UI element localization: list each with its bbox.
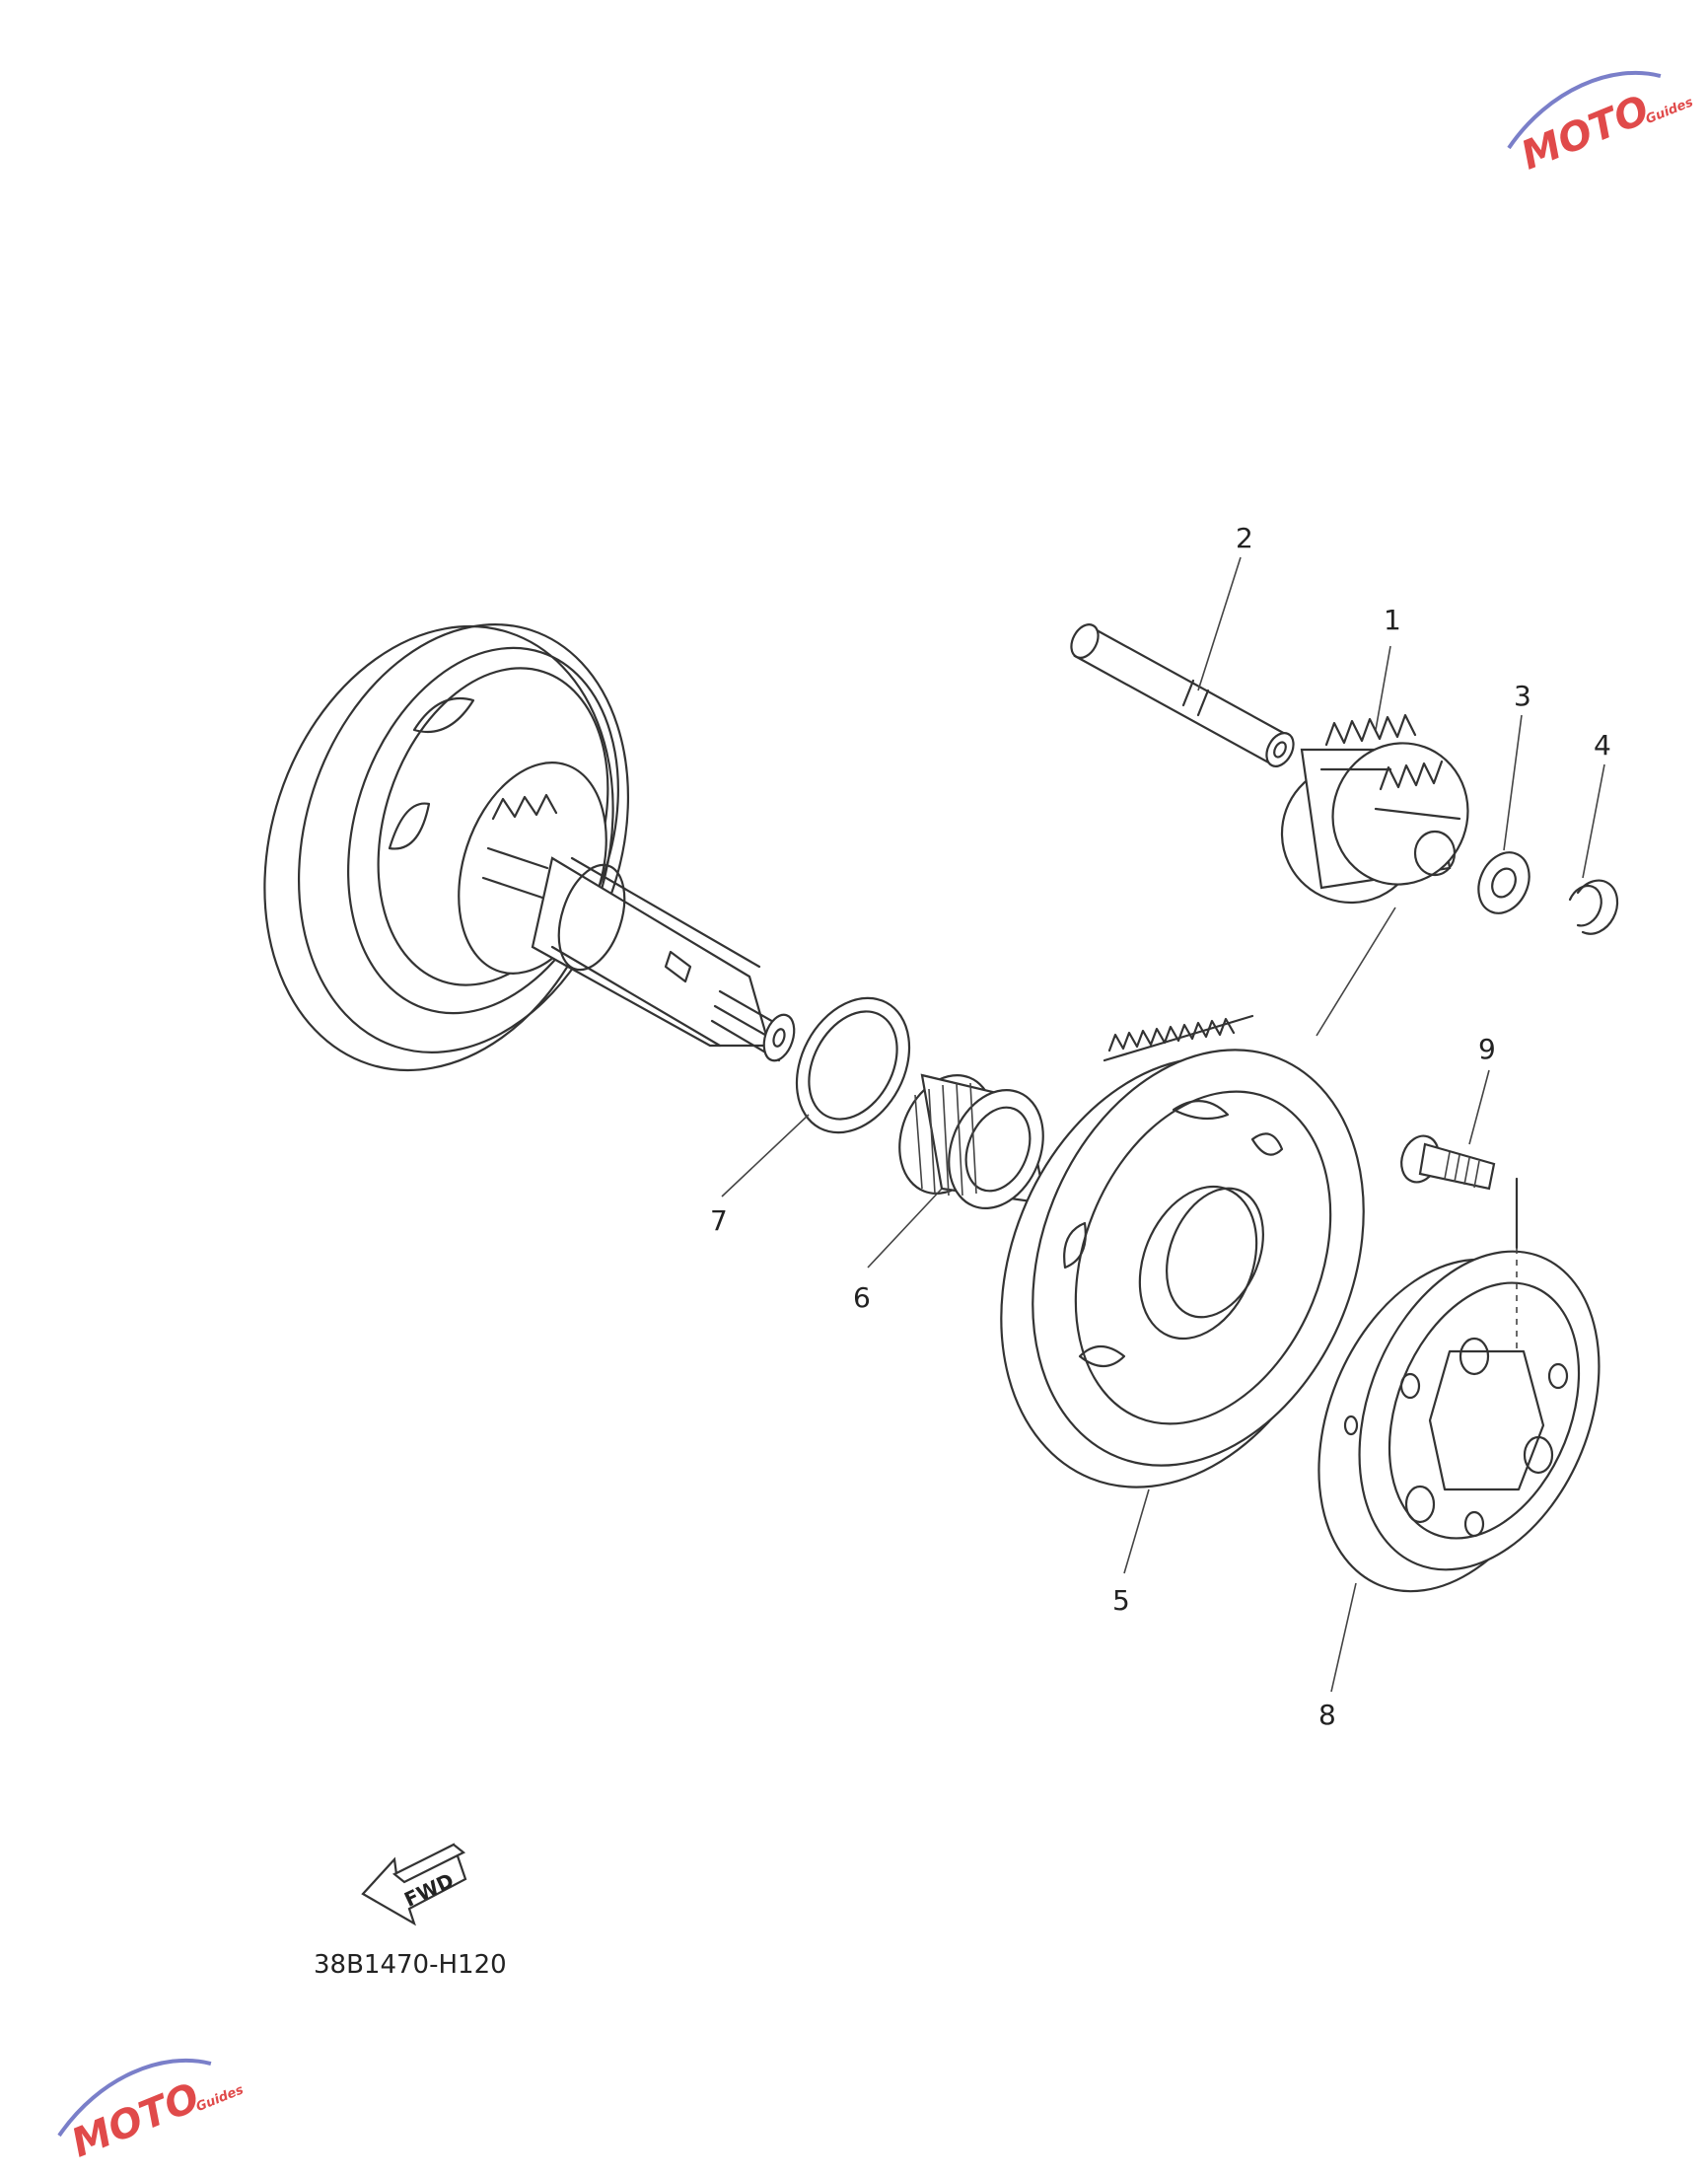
watermark-sub-text: Guides <box>1644 95 1695 127</box>
part-label-2: 2 <box>1236 522 1253 554</box>
part-7-thrust-washer <box>795 996 911 1134</box>
part-label-4: 4 <box>1594 729 1611 762</box>
part-3-washer <box>1477 851 1530 914</box>
part-5-starter-wheel-gear <box>1000 1014 1365 1488</box>
part-label-8: 8 <box>1318 1699 1336 1731</box>
shaft-thread <box>710 989 796 1062</box>
part-label-1: 1 <box>1384 604 1401 636</box>
part-1-idler-gear <box>1280 713 1469 905</box>
diagram-code: 38B1470-H120 <box>314 1950 507 1980</box>
part-labels: 2 1 3 4 9 7 6 5 8 <box>710 522 1611 1731</box>
part-4-circlip <box>1568 879 1619 935</box>
part-label-7: 7 <box>710 1204 728 1237</box>
leader-lines <box>721 556 1605 1693</box>
part-label-3: 3 <box>1514 680 1531 712</box>
part-label-9: 9 <box>1478 1033 1496 1065</box>
part-8-clutch-boss <box>1317 1248 1601 1593</box>
watermark-logo-bottom: MOTO Guides <box>57 2058 246 2166</box>
part-2-idler-shaft <box>1070 623 1295 767</box>
svg-text:Guides: Guides <box>194 2082 246 2115</box>
part-6-needle-bearing <box>898 1073 1047 1210</box>
watermark-brand-text: MOTO <box>1515 87 1656 179</box>
starter-clutch-housing <box>263 623 796 1072</box>
part-label-5: 5 <box>1112 1584 1130 1617</box>
svg-text:MOTO: MOTO <box>65 2074 206 2166</box>
watermark-logo-top: MOTO Guides <box>1507 70 1695 179</box>
fwd-arrow-icon: FWD <box>361 1843 467 1926</box>
part-9-bolt <box>1400 1134 1519 1250</box>
part-label-6: 6 <box>853 1281 871 1314</box>
